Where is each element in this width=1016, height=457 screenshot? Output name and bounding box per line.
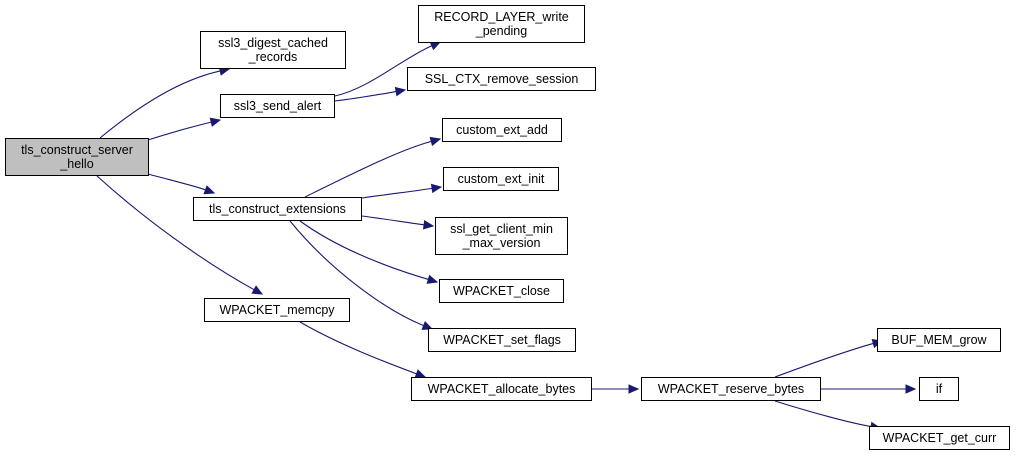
arrowhead-alert-to-rl_write [429, 41, 442, 51]
edge-root-to-memcpy [96, 175, 255, 291]
node-wpacket-set-flags[interactable]: WPACKET_set_flags [428, 328, 576, 352]
edge-reserve-to-bufgrow [774, 342, 874, 378]
node-wpacket-get-curr[interactable]: WPACKET_get_curr [869, 426, 1010, 450]
edge-ext-to-cext_init [361, 187, 433, 199]
arrowhead-ext-to-close [426, 274, 439, 284]
node-wpacket-allocate-bytes[interactable]: WPACKET_allocate_bytes [411, 377, 592, 401]
edge-root-to-alert [147, 121, 212, 141]
arrowhead-ext-to-cext_add [429, 136, 442, 147]
node-ssl3-send-alert[interactable]: ssl3_send_alert [220, 94, 335, 118]
node-ssl3-digest-cached-records[interactable]: ssl3_digest_cached _records [200, 31, 346, 69]
node-wpacket-close[interactable]: WPACKET_close [439, 279, 564, 303]
arrowhead-ext-to-minmax [422, 220, 435, 230]
arrowhead-ext-to-setflags [421, 321, 434, 330]
node-tls-construct-extensions[interactable]: tls_construct_extensions [193, 197, 362, 221]
edge-reserve-to-getcurr [774, 400, 872, 428]
node-custom-ext-add[interactable]: custom_ext_add [442, 118, 562, 142]
edge-ext-to-minmax [361, 215, 425, 226]
arrowhead-root-to-alert [209, 117, 222, 127]
edge-ext-to-setflags [289, 220, 424, 327]
node-wpacket-reserve-bytes[interactable]: WPACKET_reserve_bytes [641, 377, 821, 401]
edge-root-to-ext [147, 173, 206, 191]
edge-root-to-digest [99, 70, 221, 139]
node-record-layer-write-pending[interactable]: RECORD_LAYER_write _pending [418, 5, 585, 43]
arrowhead-alloc-to-reserve [628, 384, 640, 394]
edge-alert-to-remove_sess [334, 91, 397, 102]
node-custom-ext-init[interactable]: custom_ext_init [443, 167, 559, 191]
node-buf-mem-grow[interactable]: BUF_MEM_grow [877, 328, 1001, 352]
node-wpacket-memcpy[interactable]: WPACKET_memcpy [204, 298, 350, 322]
edge-alert-to-rl_write [334, 45, 433, 97]
node-tls-construct-server-hello: tls_construct_server _hello [5, 138, 149, 176]
arrowhead-alert-to-remove_sess [394, 86, 407, 97]
arrowhead-reserve-to-if [905, 384, 917, 394]
node-ssl-get-client-min-max-version[interactable]: ssl_get_client_min _max_version [435, 217, 568, 255]
node-if[interactable]: if [919, 377, 959, 401]
edge-ext-to-cext_add [304, 140, 432, 198]
arrowhead-ext-to-cext_init [430, 183, 443, 194]
node-ssl-ctx-remove-session[interactable]: SSL_CTX_remove_session [407, 67, 596, 91]
edge-ext-to-close [299, 220, 429, 280]
arrowhead-root-to-memcpy [251, 285, 264, 295]
edge-memcpy-to-alloc [299, 321, 417, 375]
arrowhead-root-to-ext [203, 185, 216, 195]
